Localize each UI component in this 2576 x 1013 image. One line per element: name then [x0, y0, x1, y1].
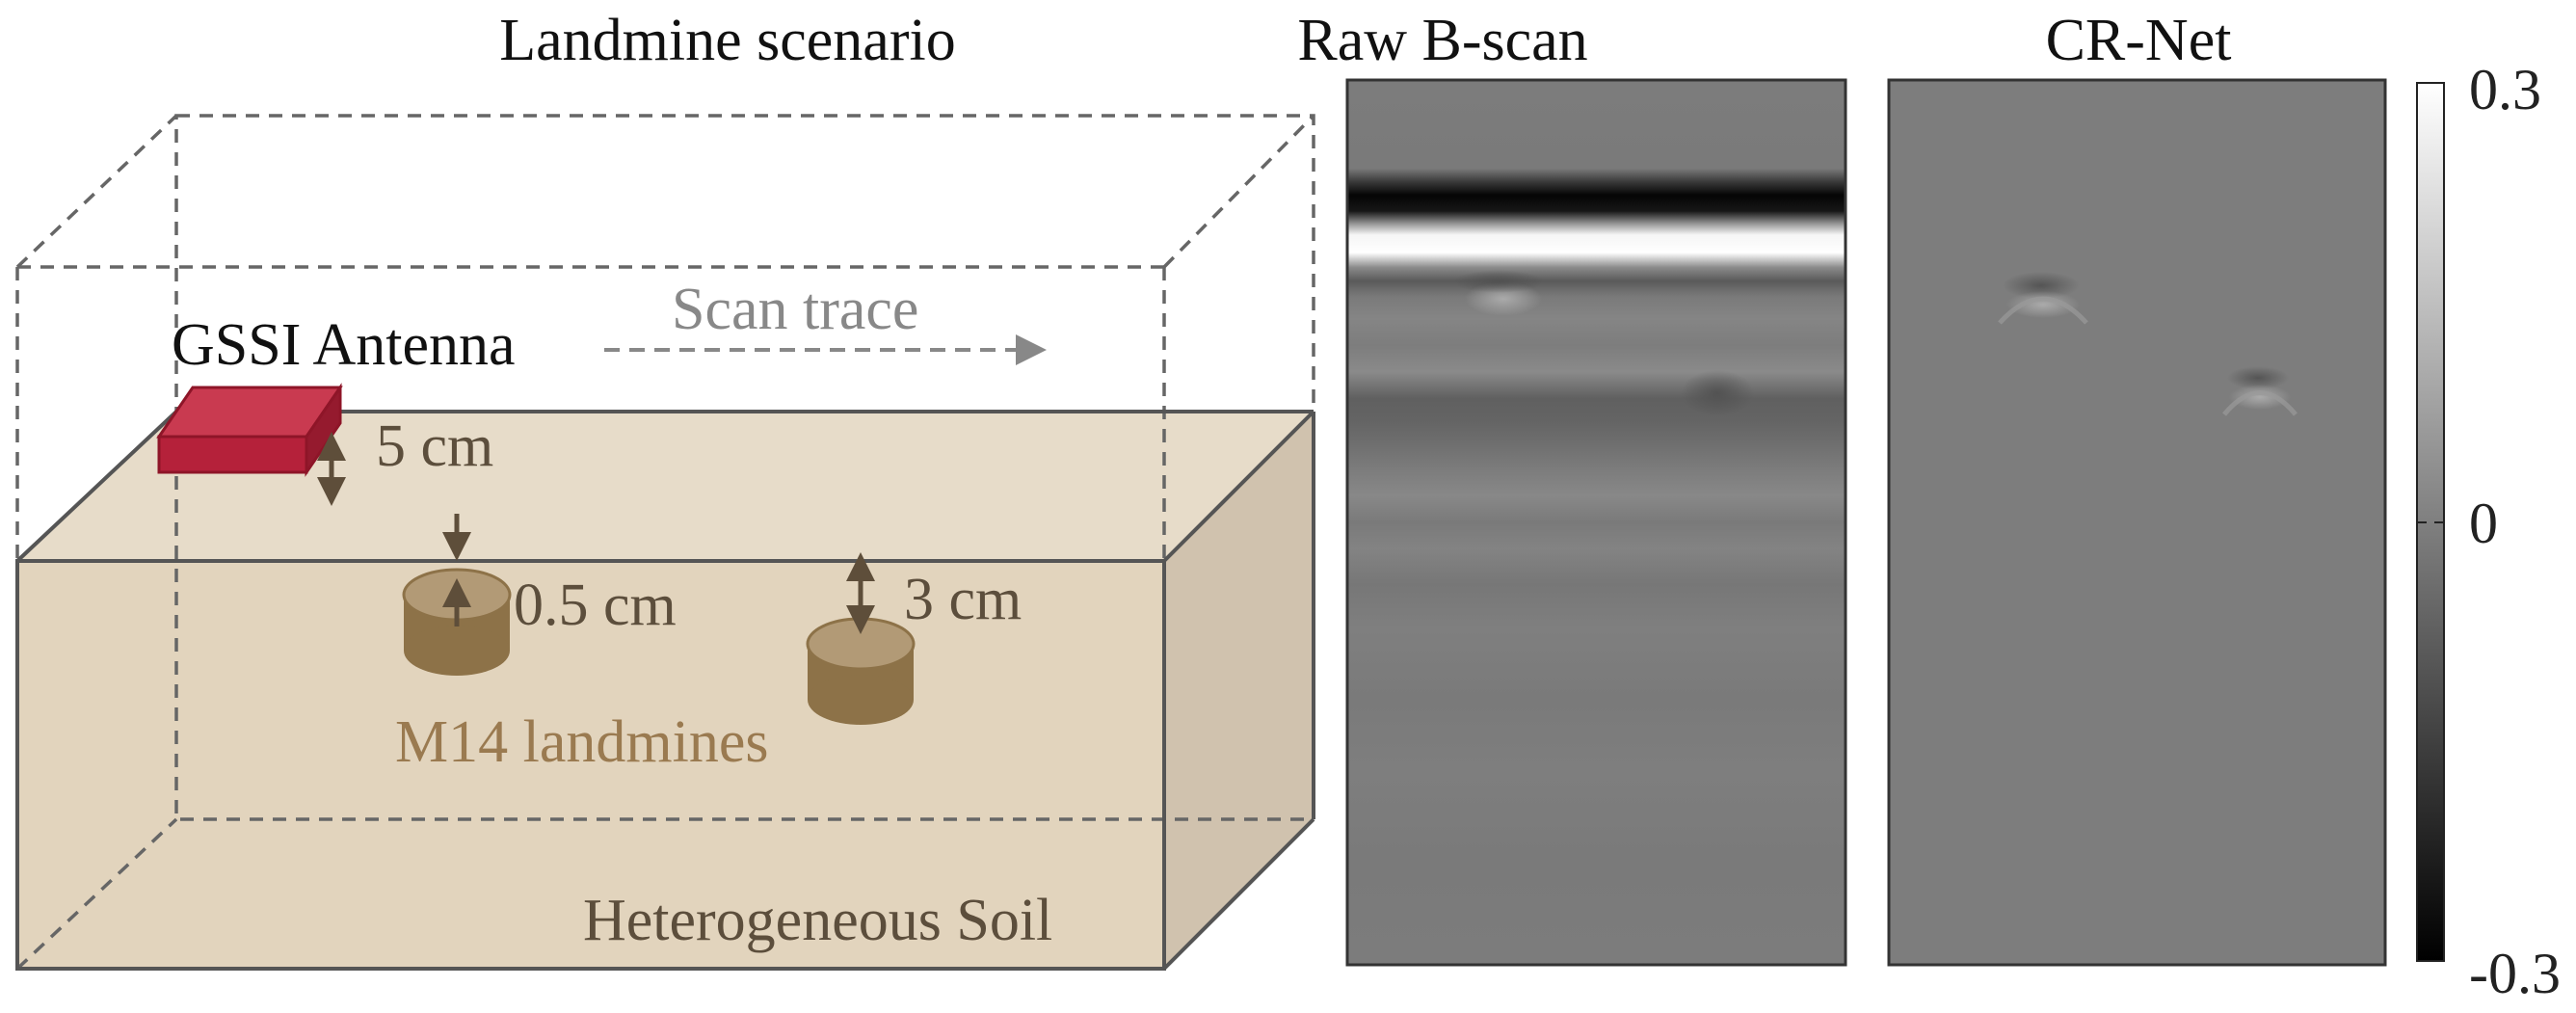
- colorbar: 0.3 0 -0.3: [2416, 58, 2561, 1005]
- raw-bscan-title: Raw B-scan: [1297, 8, 1587, 73]
- crnet-panel: CR-Net: [1887, 8, 2387, 967]
- colorbar-max-label: 0.3: [2469, 58, 2541, 121]
- crnet-frame: [1887, 78, 2387, 967]
- soil-right-face: [1164, 412, 1314, 969]
- antenna-label: GSSI Antenna: [172, 312, 516, 378]
- scan-trace-label: Scan trace: [672, 277, 918, 342]
- mines-label: M14 landmines: [395, 709, 768, 775]
- raw-bscan-frame: [1345, 78, 1847, 967]
- landmine-2: [806, 617, 916, 725]
- colorbar-mid-label: 0: [2469, 492, 2498, 555]
- crnet-image: [1889, 80, 2385, 965]
- landmine-scenario-diagram: Landmine scenario: [15, 8, 1315, 971]
- raw-hyperbola-1-dark: [1454, 270, 1543, 293]
- crnet-title: CR-Net: [2046, 8, 2232, 73]
- soil-box-outline: [15, 410, 1315, 971]
- raw-bscan-panel: Raw B-scan: [1297, 8, 1847, 967]
- colorbar-min-label: -0.3: [2469, 942, 2561, 1005]
- crnet-hyperbola-2: [2222, 366, 2297, 416]
- mine2-cover-label: 3 cm: [904, 567, 1022, 632]
- raw-hyperbola-2: [1681, 370, 1754, 416]
- scenario-title: Landmine scenario: [499, 8, 955, 73]
- soil-label: Heterogeneous Soil: [583, 888, 1052, 953]
- mine1-cover-label: 0.5 cm: [514, 573, 677, 638]
- crnet-hyperbola-1: [1998, 272, 2088, 325]
- antenna-height-label: 5 cm: [376, 413, 493, 479]
- gssi-antenna: [156, 383, 343, 477]
- raw-bscan-image: [1347, 80, 1846, 965]
